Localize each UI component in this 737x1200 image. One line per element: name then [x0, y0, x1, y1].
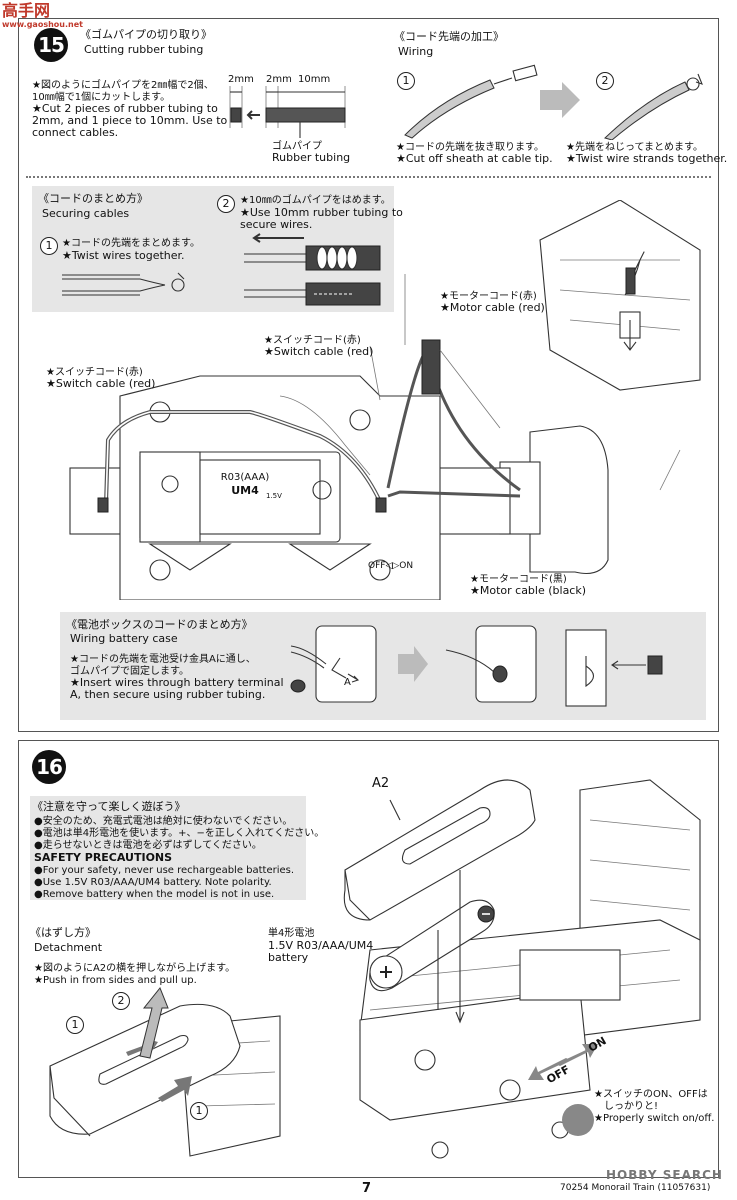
detachment-step-1a: 1: [66, 1016, 84, 1034]
terminal-letter: A: [344, 677, 351, 688]
watermark-bottom: HOBBY SEARCH: [606, 1168, 723, 1182]
switch-note-en: ★Properly switch on/off.: [594, 1113, 715, 1124]
wiring-case-text-jp1: ★コードの先端を電池受け金具Aに通し、: [70, 654, 256, 665]
safety-jp-1: ●安全のため、充電式電池は絶対に使わないでください。: [34, 816, 293, 827]
securing-step-1: 1: [40, 237, 58, 255]
switch-red-label-jp-a: ★スイッチコード(赤): [264, 335, 361, 346]
wiring-case-title-en: Wiring battery case: [70, 632, 178, 645]
watermark-site: 高手网: [2, 1, 51, 20]
detachment-text-en: ★Push in from sides and pull up.: [34, 975, 197, 986]
cutting-text-en1: ★Cut 2 pieces of rubber tubing to: [32, 102, 218, 115]
tubing-on-wires-drawing: [244, 233, 381, 306]
step-15-number: 15: [34, 28, 68, 62]
wiring-text2-en: ★Twist wire strands together.: [566, 152, 728, 165]
securing-step1-jp: ★コードの先端をまとめます。: [62, 238, 200, 249]
dim-label-b: 2mm: [266, 74, 292, 85]
switch-marking: OFF◁▷ON: [368, 561, 414, 571]
wiring-text1-en: ★Cut off sheath at cable tip.: [396, 152, 553, 165]
dim-label-c: 10mm: [298, 74, 331, 85]
wiring-case-drawing: [290, 625, 663, 707]
securing-step2-en1: ★Use 10mm rubber tubing to: [240, 206, 403, 219]
detachment-title-jp: 《はずし方》: [30, 926, 96, 939]
watermark-top: 高手网 www.gaoshou.net: [2, 2, 83, 30]
switch-note-jp1: ★スイッチのON、OFFは: [594, 1089, 708, 1100]
part-a2-label: A2: [372, 776, 390, 791]
rubber-tubing-en: Rubber tubing: [272, 151, 351, 164]
safety-jp-2: ●電池は単4形電池を使います。+、−を正しく入れてください。: [34, 828, 325, 839]
twist-wires-drawing: [62, 272, 185, 296]
motor-red-label-en: ★Motor cable (red): [440, 301, 545, 314]
battery-label-3: 1.5V: [266, 492, 282, 500]
battery-install-drawing: [343, 779, 701, 1159]
switch-note-jp2: しっかりと!: [604, 1101, 659, 1112]
wiring-step-1: 1: [397, 72, 415, 90]
securing-step1-en: ★Twist wires together.: [62, 249, 185, 262]
safety-title-en: SAFETY PRECAUTIONS: [34, 851, 173, 864]
rubber-tubing-jp: ゴムパイプ: [272, 141, 322, 152]
rubber-tubing-drawing: [229, 86, 346, 138]
battery-label-box: R03(AAA) UM4: [200, 472, 290, 502]
wiring-step-2: 2: [596, 72, 614, 90]
page-number: 7: [362, 1181, 372, 1196]
battery-label-en2: battery: [268, 951, 309, 964]
battery-label-jp: 単4形電池: [268, 928, 315, 939]
cutting-text-en3: connect cables.: [32, 126, 119, 139]
detachment-drawing: [49, 987, 281, 1157]
cutting-text-jp2: 10㎜幅で1個にカットします。: [32, 92, 171, 103]
motor-red-label-jp: ★モーターコード(赤): [440, 291, 537, 302]
wiring-case-title-jp: 《電池ボックスのコードのまとめ方》: [66, 618, 253, 631]
watermark-url: www.gaoshou.net: [2, 20, 83, 29]
detachment-title-en: Detachment: [34, 941, 103, 954]
detachment-step-1b: 1: [190, 1102, 208, 1120]
safety-jp-3: ●走らせないときは電池を必ずはずしてください。: [34, 840, 262, 851]
detachment-step-2: 2: [112, 992, 130, 1010]
wiring-title-jp: 《コード先端の加工》: [394, 30, 504, 43]
switch-red-label-en-b: ★Switch cable (red): [46, 377, 156, 390]
securing-title-en: Securing cables: [42, 207, 130, 220]
step-16-number: 16: [32, 750, 66, 784]
switch-red-label-jp-b: ★スイッチコード(赤): [46, 367, 143, 378]
cutting-text-en2: 2mm, and 1 piece to 10mm. Use to: [32, 114, 228, 127]
wiring-case-text-en2: A, then secure using rubber tubing.: [70, 688, 266, 701]
switch-red-label-en-a: ★Switch cable (red): [264, 345, 374, 358]
wiring-text1-jp: ★コードの先端を抜き取ります。: [396, 142, 544, 153]
wiring-title-en: Wiring: [398, 45, 434, 58]
safety-precautions-box: [30, 796, 306, 900]
securing-step-2: 2: [217, 195, 235, 213]
securing-step2-jp: ★10㎜のゴムパイプをはめます。: [240, 195, 391, 206]
securing-title-jp: 《コードのまとめ方》: [38, 192, 148, 205]
safety-title-jp: 《注意を守って楽しく遊ぼう》: [32, 800, 186, 813]
chassis-wiring-drawing: [69, 200, 701, 600]
dim-label-a: 2mm: [228, 74, 254, 85]
cutting-title-jp: 《ゴムパイプの切り取り》: [80, 28, 212, 41]
wiring-case-text-jp2: ゴムパイプで固定します。: [70, 666, 189, 677]
cutting-text-jp1: ★図のようにゴムパイプを2㎜幅で2個、: [32, 80, 214, 91]
section-divider: [26, 176, 711, 178]
product-code: 70254 Monorail Train (11057631): [560, 1183, 711, 1193]
safety-en-1: ●For your safety, never use rechargeable…: [34, 865, 295, 876]
safety-en-3: ●Remove battery when the model is not in…: [34, 889, 275, 900]
wiring-case-text-en1: ★Insert wires through battery terminal: [70, 676, 284, 689]
cutting-title-en: Cutting rubber tubing: [84, 43, 204, 56]
wiring-text2-jp: ★先端をねじってまとめます。: [566, 142, 703, 153]
motor-black-label-en: ★Motor cable (black): [470, 584, 587, 597]
wiring-drawing: [404, 64, 703, 140]
battery-label-2: UM4: [231, 484, 259, 497]
safety-en-2: ●Use 1.5V R03/AAA/UM4 battery. Note pola…: [34, 877, 272, 888]
detachment-text-jp: ★図のようにA2の横を押しながら上げます。: [34, 963, 236, 974]
motor-black-label-jp: ★モーターコード(黒): [470, 574, 567, 585]
battery-label-1: R03(AAA): [220, 472, 270, 483]
battery-label-en1: 1.5V R03/AAA/UM4: [268, 939, 374, 952]
securing-step2-en2: secure wires.: [240, 218, 313, 231]
